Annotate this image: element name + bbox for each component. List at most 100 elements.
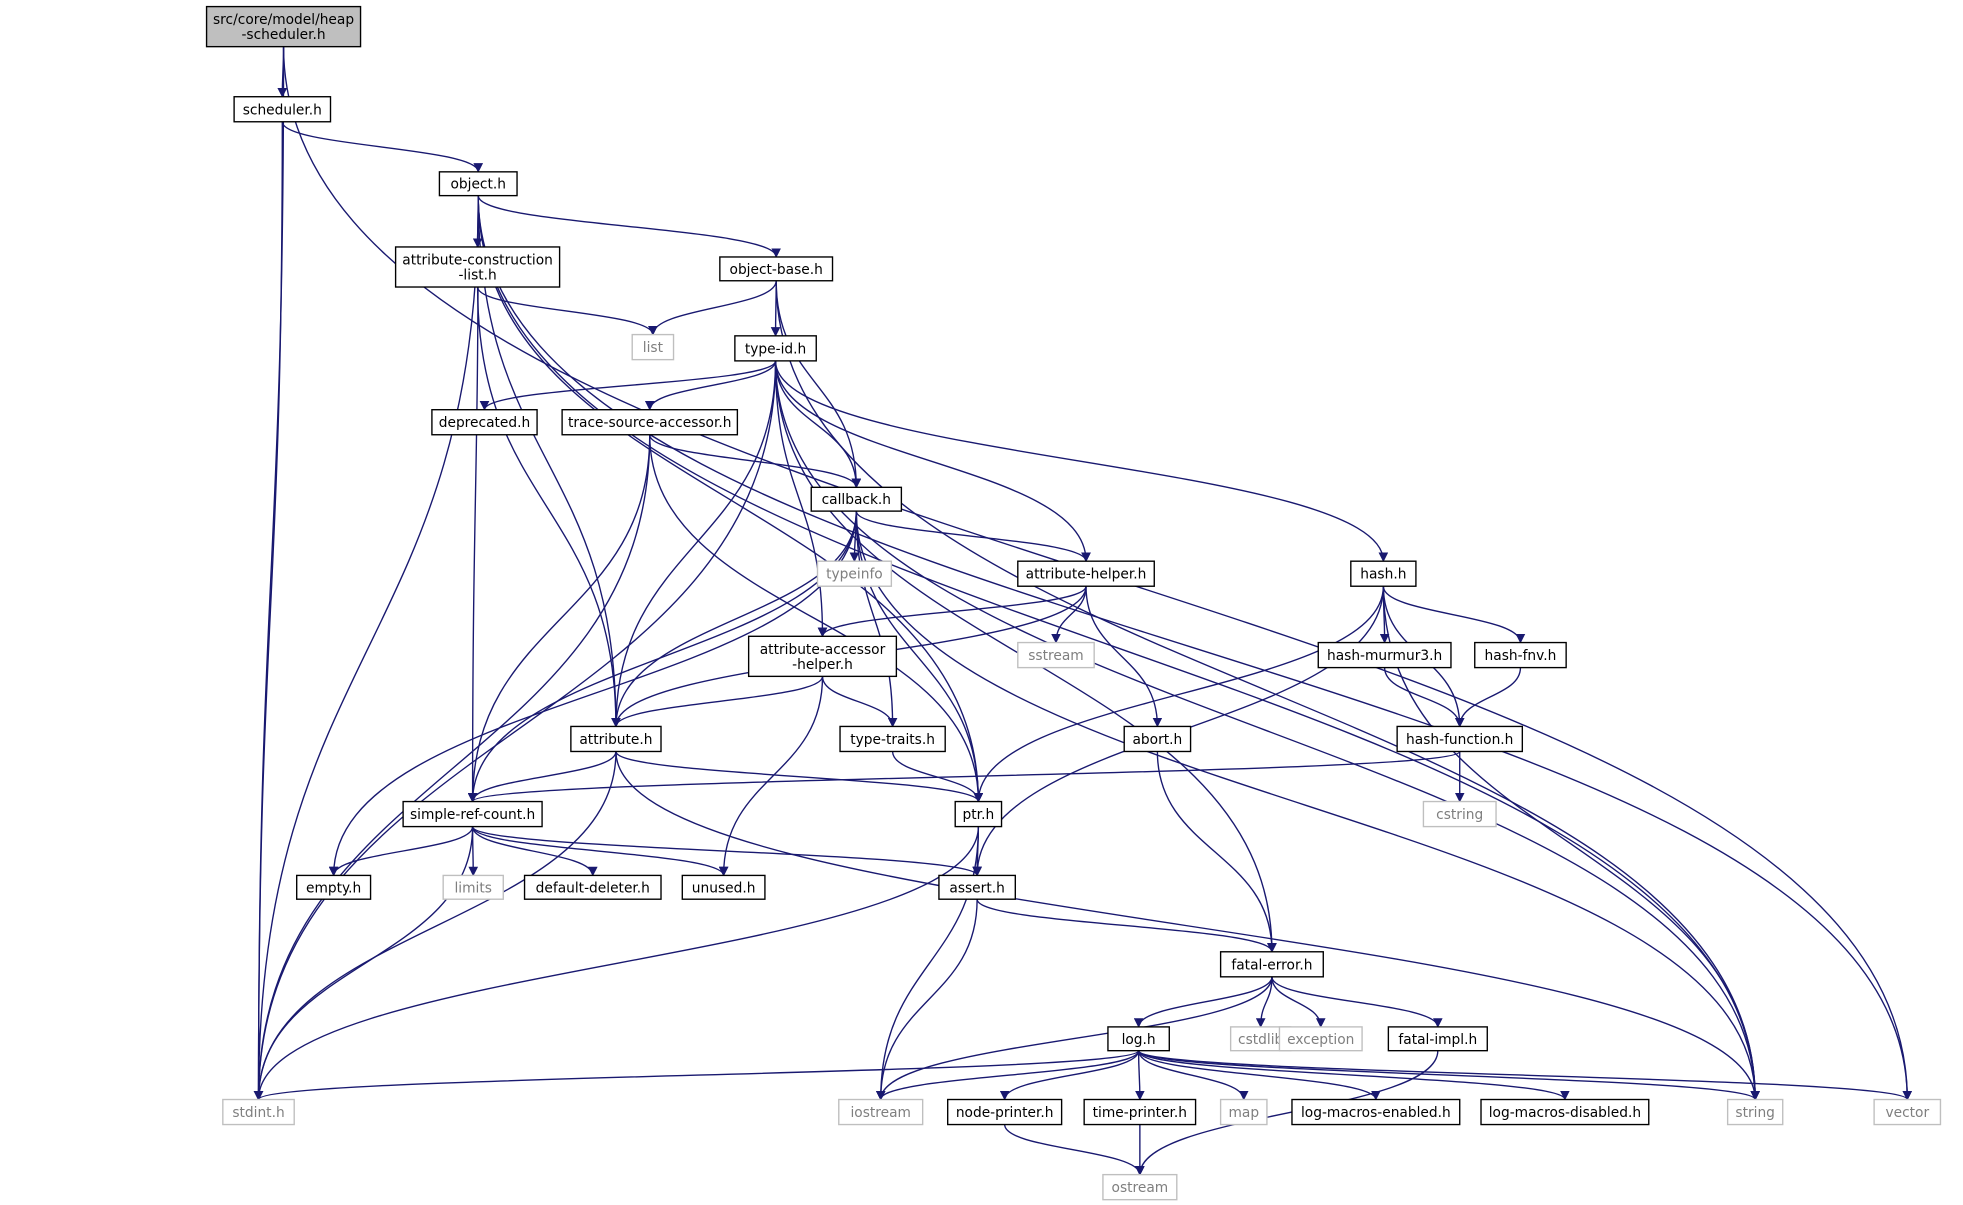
node-vector[interactable]: vector bbox=[1873, 1098, 1942, 1126]
node-label: callback.h bbox=[822, 492, 891, 508]
node-box bbox=[1726, 1098, 1784, 1126]
node-lme[interactable]: log-macros-enabled.h bbox=[1291, 1098, 1461, 1126]
node-hashmurmur[interactable]: hash-murmur3.h bbox=[1317, 641, 1452, 669]
edge-objbase-to-callback bbox=[775, 280, 862, 489]
node-nodeprinter[interactable]: node-printer.h bbox=[947, 1098, 1063, 1126]
node-attrcons[interactable]: attribute-construction-list.h bbox=[394, 246, 561, 288]
node-box bbox=[1474, 641, 1567, 669]
node-hashfunc[interactable]: hash-function.h bbox=[1396, 725, 1524, 753]
node-attrhelper[interactable]: attribute-helper.h bbox=[1017, 560, 1155, 587]
edge-log-to-lme bbox=[1137, 1050, 1381, 1101]
edge-scheduler-to-stdint bbox=[253, 121, 283, 1101]
node-label: hash.h bbox=[1360, 567, 1406, 583]
node-timeprinter[interactable]: time-printer.h bbox=[1083, 1098, 1197, 1126]
node-lmd[interactable]: log-macros-disabled.h bbox=[1480, 1098, 1650, 1126]
node-callback[interactable]: callback.h bbox=[810, 486, 903, 512]
node-ptr[interactable]: ptr.h bbox=[954, 800, 1003, 828]
node-ostream[interactable]: ostream bbox=[1102, 1173, 1178, 1201]
node-box bbox=[1219, 1098, 1268, 1126]
edge-typeid-to-hash bbox=[774, 360, 1389, 563]
node-label: object.h bbox=[450, 177, 506, 193]
edge-tsa-to-ptr bbox=[649, 434, 984, 803]
edge-hashfnv-to-hashfunc bbox=[1454, 667, 1522, 728]
node-box bbox=[1107, 1026, 1170, 1052]
edge-tsa-to-callback bbox=[649, 434, 862, 489]
node-src[interactable]: simple-ref-count.h bbox=[402, 800, 543, 828]
node-fatal[interactable]: fatal-error.h bbox=[1219, 951, 1324, 978]
node-label: simple-ref-count.h bbox=[410, 807, 535, 823]
node-label: log.h bbox=[1122, 1032, 1156, 1048]
node-box bbox=[1123, 725, 1192, 753]
node-empty[interactable]: empty.h bbox=[296, 874, 372, 900]
node-box bbox=[438, 171, 518, 197]
node-label: hash-murmur3.h bbox=[1327, 648, 1442, 664]
node-log[interactable]: log.h bbox=[1107, 1026, 1170, 1052]
node-typeid[interactable]: type-id.h bbox=[734, 335, 817, 362]
node-map[interactable]: map bbox=[1219, 1098, 1268, 1126]
edge-log-to-lmd bbox=[1137, 1050, 1570, 1101]
node-label: type-traits.h bbox=[850, 732, 935, 748]
edge-fatal-to-exception bbox=[1271, 976, 1326, 1028]
edge-aah-to-unused bbox=[718, 676, 824, 877]
edge-log-to-vector bbox=[1137, 1050, 1912, 1101]
edge-callback-to-typetraits bbox=[855, 511, 898, 728]
edge-callback-to-attribute bbox=[611, 511, 857, 728]
edge-nodeprinter-to-ostream bbox=[1003, 1124, 1145, 1176]
node-assert[interactable]: assert.h bbox=[938, 874, 1016, 900]
node-cstring[interactable]: cstring bbox=[1422, 800, 1497, 828]
node-object[interactable]: object.h bbox=[438, 171, 518, 197]
node-scheduler[interactable]: scheduler.h bbox=[233, 96, 332, 123]
edge-src-to-defdel bbox=[471, 826, 598, 877]
node-label: empty.h bbox=[306, 880, 361, 896]
edge-typetraits-to-ptr bbox=[891, 751, 984, 803]
node-sstream[interactable]: sstream bbox=[1017, 641, 1095, 669]
node-box bbox=[1387, 1026, 1488, 1052]
node-label: typeinfo bbox=[826, 567, 883, 583]
node-objbase[interactable]: object-base.h bbox=[719, 256, 834, 282]
node-limits[interactable]: limits bbox=[442, 874, 504, 900]
node-abort[interactable]: abort.h bbox=[1123, 725, 1192, 753]
node-label: log-macros-disabled.h bbox=[1489, 1105, 1641, 1121]
node-cstdlib[interactable]: cstdlib bbox=[1229, 1026, 1292, 1052]
node-hash[interactable]: hash.h bbox=[1350, 560, 1417, 587]
node-stdint[interactable]: stdint.h bbox=[222, 1098, 295, 1126]
edge-assert-to-fatal bbox=[976, 898, 1277, 953]
node-typetraits[interactable]: type-traits.h bbox=[839, 725, 946, 753]
node-label: iostream bbox=[850, 1105, 911, 1121]
node-label: list bbox=[643, 340, 664, 356]
node-box bbox=[747, 635, 898, 678]
node-iostream[interactable]: iostream bbox=[838, 1098, 924, 1126]
node-label: src/core/model/heap bbox=[213, 12, 354, 28]
node-aah[interactable]: attribute-accessor-helper.h bbox=[747, 635, 898, 678]
node-label: attribute-accessor bbox=[760, 642, 886, 658]
node-box bbox=[954, 800, 1003, 828]
node-defdel[interactable]: default-deleter.h bbox=[523, 874, 662, 900]
node-deprecated[interactable]: deprecated.h bbox=[431, 409, 538, 436]
node-typeinfo[interactable]: typeinfo bbox=[816, 560, 893, 587]
edge-callback-to-string bbox=[855, 511, 1760, 1101]
edge-attribute-to-ptr bbox=[615, 751, 984, 803]
node-unused[interactable]: unused.h bbox=[681, 874, 766, 900]
node-label: attribute-construction bbox=[402, 252, 553, 268]
edge-hash-to-hashfnv bbox=[1382, 586, 1526, 644]
node-box bbox=[222, 1098, 295, 1126]
node-box bbox=[402, 800, 543, 828]
node-heap[interactable]: src/core/model/heap-scheduler.h bbox=[205, 5, 362, 48]
node-attribute[interactable]: attribute.h bbox=[570, 725, 662, 753]
node-box bbox=[394, 246, 561, 288]
node-hashfnv[interactable]: hash-fnv.h bbox=[1474, 641, 1567, 669]
node-label: stdint.h bbox=[232, 1105, 284, 1121]
node-fatalimpl[interactable]: fatal-impl.h bbox=[1387, 1026, 1488, 1052]
node-box bbox=[719, 256, 834, 282]
node-tsa[interactable]: trace-source-accessor.h bbox=[561, 409, 739, 436]
node-string[interactable]: string bbox=[1726, 1098, 1784, 1126]
edge-typeid-to-deprecated bbox=[479, 360, 777, 411]
edge-attrhelper-to-aah bbox=[817, 585, 1087, 638]
node-label: node-printer.h bbox=[956, 1105, 1054, 1121]
node-exception[interactable]: exception bbox=[1278, 1026, 1363, 1052]
node-list[interactable]: list bbox=[631, 333, 675, 361]
edge-log-to-string bbox=[1137, 1050, 1760, 1101]
node-label: map bbox=[1228, 1105, 1259, 1121]
edge-aah-to-attribute bbox=[611, 676, 824, 728]
